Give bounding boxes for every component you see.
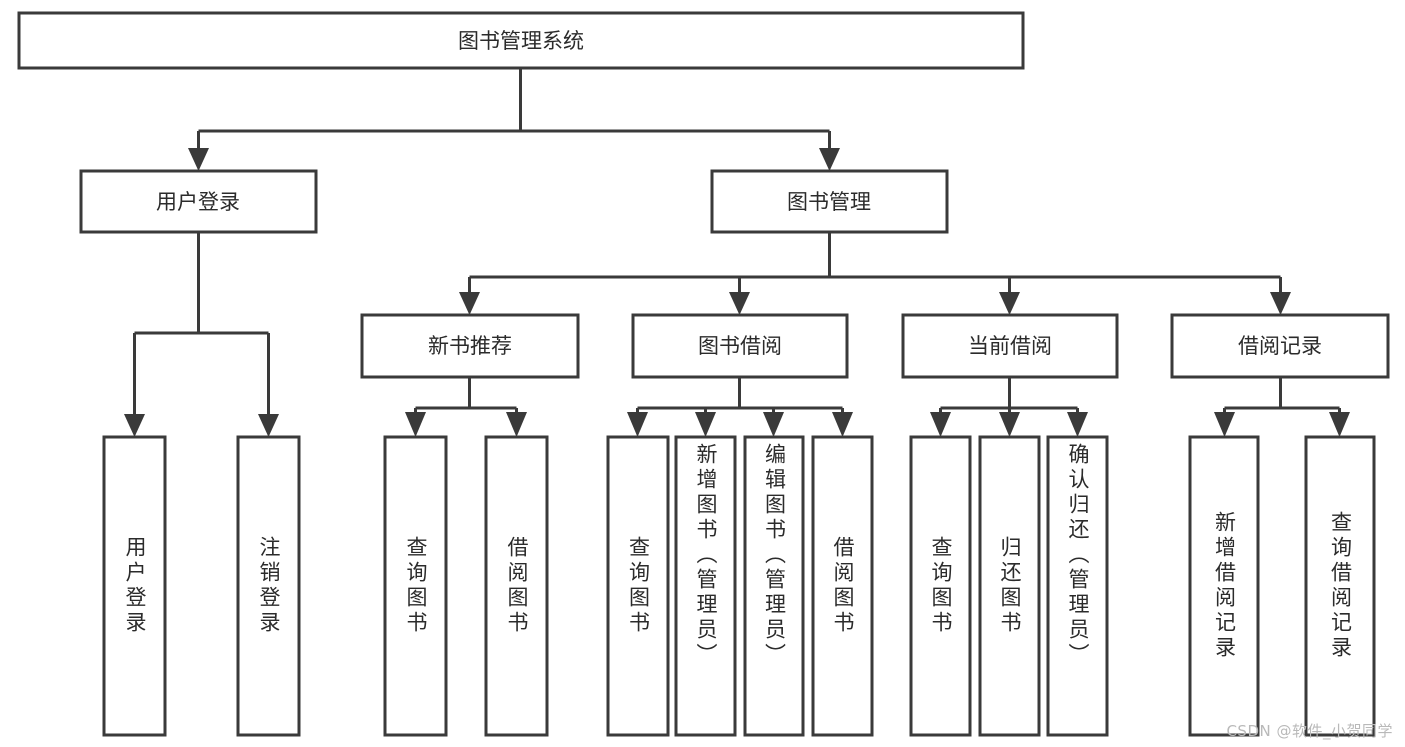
- node-leaf-add-book-admin[interactable]: [674, 435, 737, 737]
- node-borrow-record[interactable]: [1170, 313, 1390, 379]
- node-leaf-query-book-1[interactable]: [383, 435, 448, 737]
- arrow-head-leaf-9: [930, 412, 951, 437]
- node-leaf-query-borrow-record[interactable]: [1304, 435, 1376, 737]
- node-leaf-confirm-return-admin[interactable]: [1046, 435, 1109, 737]
- arrow-head-leaf-6: [695, 412, 716, 437]
- arrow-head-leaf-1: [124, 414, 145, 437]
- node-root-book-management-system[interactable]: [17, 11, 1025, 70]
- arrow-head-leaf-8: [832, 412, 853, 437]
- node-leaf-query-book-2[interactable]: [606, 435, 670, 737]
- node-new-book-recommend[interactable]: [360, 313, 580, 379]
- node-leaf-add-borrow-record[interactable]: [1188, 435, 1260, 737]
- arrow-head-leaf-12: [1214, 412, 1235, 437]
- arrow-head-leaf-4: [506, 412, 527, 437]
- node-leaf-edit-book-admin[interactable]: [743, 435, 805, 737]
- arrow-head-to-record: [1270, 292, 1291, 315]
- node-leaf-borrow-book-1[interactable]: [484, 435, 549, 737]
- arrow-head-leaf-11: [1067, 412, 1088, 437]
- arrow-head-leaf-7: [763, 412, 784, 437]
- arrow-head-to-borrow: [729, 292, 750, 315]
- arrow-head-leaf-13: [1329, 412, 1350, 437]
- node-user-login[interactable]: [79, 169, 318, 234]
- arrow-head-leaf-5: [627, 412, 648, 437]
- node-book-management[interactable]: [710, 169, 949, 234]
- node-root-label: 图书管理系统: [458, 29, 584, 53]
- node-borrow-record-label: 借阅记录: [1238, 334, 1322, 358]
- node-book-borrow[interactable]: [631, 313, 849, 379]
- node-current-borrow[interactable]: [901, 313, 1119, 379]
- arrow-head-leaf-10: [999, 412, 1020, 437]
- arrow-head-to-current: [999, 292, 1020, 315]
- arrow-head-leaf-3: [405, 412, 426, 437]
- node-book-management-label: 图书管理: [787, 190, 871, 214]
- node-user-login-label: 用户登录: [156, 190, 240, 214]
- node-book-borrow-label: 图书借阅: [698, 334, 782, 358]
- node-layer: 图书管理系统 用户登录 图书管理 新书推荐 图书借阅 当前借阅 借阅记录: [17, 11, 1390, 737]
- node-leaf-return-book[interactable]: [978, 435, 1041, 737]
- arrow-head-to-user-login: [188, 148, 209, 171]
- node-new-book-recommend-label: 新书推荐: [428, 334, 512, 358]
- arrow-head-to-book-mgmt: [819, 148, 840, 171]
- node-leaf-borrow-book-2[interactable]: [811, 435, 874, 737]
- arrow-head-to-new-book: [459, 292, 480, 315]
- connector-layer: [124, 68, 1350, 437]
- node-current-borrow-label: 当前借阅: [968, 334, 1052, 358]
- node-leaf-logout[interactable]: [236, 435, 301, 737]
- node-leaf-query-book-3[interactable]: [909, 435, 972, 737]
- csdn-watermark: CSDN @软件_小贺同学: [1226, 722, 1393, 740]
- arrow-head-leaf-2: [258, 414, 279, 437]
- node-leaf-user-login[interactable]: [102, 435, 167, 737]
